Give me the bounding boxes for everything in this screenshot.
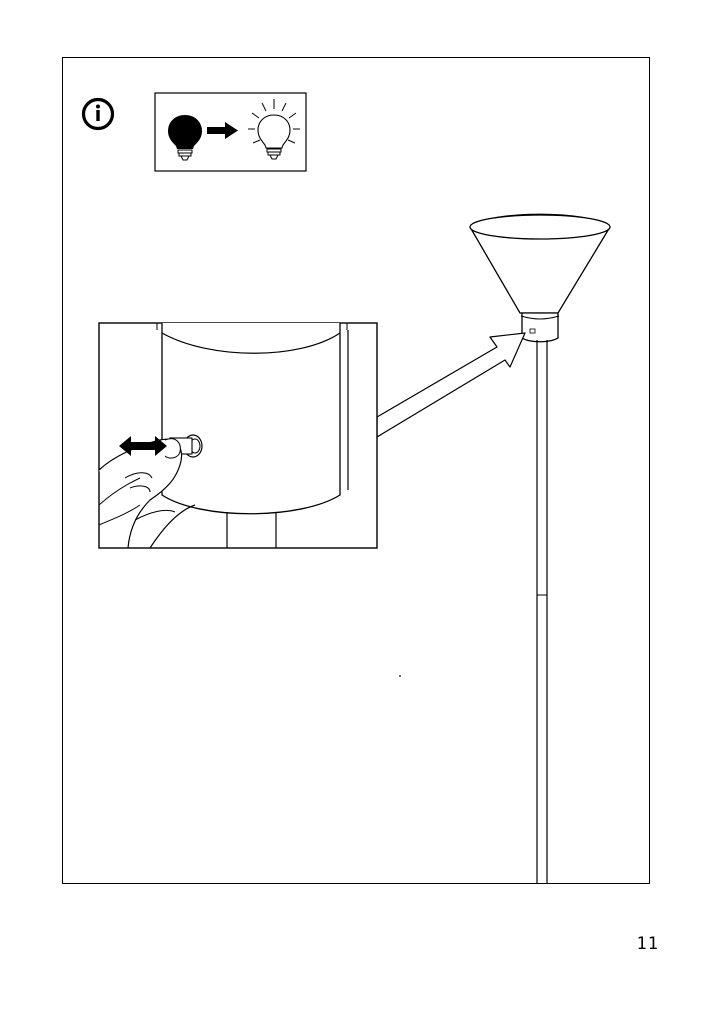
bulb-on-icon [248,99,300,160]
info-icon [81,97,115,131]
bulb-off-icon [168,115,202,161]
right-arrow-icon [207,122,238,139]
floor-lamp [469,213,611,884]
page-frame [62,57,650,884]
dot-mark [399,675,401,677]
callout-arrow [376,332,526,438]
detail-box [98,322,378,549]
page-number: 11 [636,934,659,954]
bulb-change-box [154,92,307,172]
double-arrow-icon [119,436,167,456]
